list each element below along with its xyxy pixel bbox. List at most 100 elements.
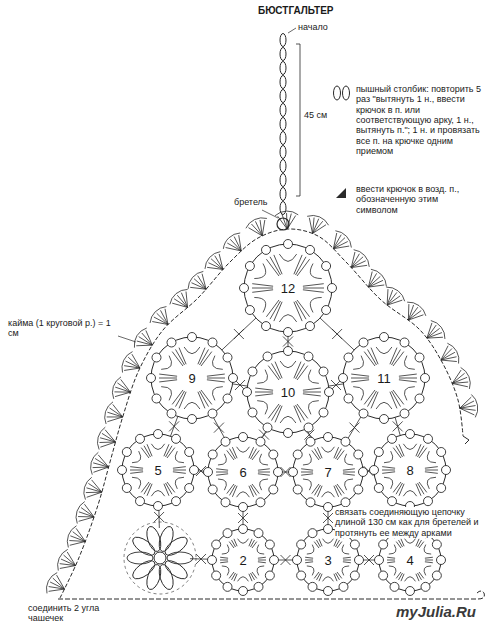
chain-loop [221,498,230,507]
chain-loop [152,394,161,403]
stitch-stroke [220,560,228,561]
note-text: связать соединяющую цепочку длиной 130 с… [335,507,487,538]
chain-loop [239,503,248,512]
chain-loop [274,468,283,477]
chain-loop [354,450,363,459]
stitch-stroke [255,388,273,390]
chain-arc [405,539,416,544]
chain-loop [424,434,433,443]
fan-stitch [137,341,152,345]
chain-loop [432,571,441,580]
chain-loop [204,468,213,477]
chain-loop [379,540,388,549]
stitch-stroke [387,560,395,561]
stitch-stroke [216,472,228,473]
fan-stitch [427,337,443,339]
motif-ring [374,434,446,506]
fan-stitch [287,214,291,229]
motif-ring [379,529,441,591]
motif-drawing [339,333,430,424]
chain-loop [293,485,302,494]
motif-ring [343,337,425,419]
stitch-stroke [258,561,266,563]
stitch-stroke [312,484,319,494]
fan-stitch [88,483,101,492]
fan-stitch [219,254,223,270]
chain-arc [257,545,264,554]
stitch-stroke [303,290,324,293]
chain-arc [404,387,414,401]
chain-loop [248,367,257,376]
chain-loop [245,306,254,315]
motif-number: 5 [154,464,161,477]
chain-arc [345,479,353,490]
chain-arc [310,297,321,312]
stitch-stroke [301,474,313,475]
stitch-stroke [418,483,425,494]
fan-stitch [84,504,94,517]
chain-loop [324,433,333,442]
fan-stitch [115,392,130,396]
fan-stitch [211,259,223,270]
stitch-stroke [164,484,169,496]
fan-arc [335,231,351,248]
stitch-stroke [147,444,152,456]
motif-number: 4 [406,554,413,567]
chain-loop [306,437,315,446]
stitch-stroke [303,388,321,390]
stitch-stroke [144,446,151,457]
chain-loop [239,525,248,534]
chain-loop [172,434,181,443]
stitch-stroke [159,378,177,379]
stitch-stroke [249,574,252,581]
chain-arc [151,444,164,450]
stitch-stroke [173,467,186,469]
chain-loop [229,374,238,383]
stitch-stroke [399,374,417,376]
chain-arc [151,491,164,497]
stitch-stroke [364,390,375,404]
fan-stitch [128,357,140,368]
fan-arc [58,549,68,570]
fan-arc [150,307,166,323]
chain-loop [359,468,368,477]
chain-arc [310,264,321,279]
chain-loop [263,423,272,432]
chain-arc [322,492,335,497]
chain-loop [221,437,230,446]
stitch-stroke [252,284,273,287]
fan-arc [134,328,146,348]
leader-line [262,210,278,218]
stitch-stroke [396,446,403,457]
stitch-stroke [229,572,234,578]
motif: 10 [241,345,335,439]
motif-number: 11 [377,372,391,385]
chain-arc [161,387,171,401]
chain-arc [212,387,222,401]
fan-stitch [60,566,76,569]
stitch-stroke [334,574,337,581]
chain-loop [350,571,359,580]
chain-arc [376,402,392,409]
stitch-stroke [382,470,395,471]
petal [127,552,153,564]
fan-stitch [309,218,312,234]
fan-stitch [165,309,168,325]
chain-stitch [280,76,286,89]
chain-loop [442,466,451,475]
chain-loop [308,529,317,538]
chain-arc [237,492,250,497]
chain-loop [388,434,397,443]
chain-arc [345,454,353,465]
chain-arc [257,566,264,575]
chain-loop [339,582,348,591]
fan-stitch [87,492,102,497]
fan-stitch [57,575,65,589]
join-cross [214,423,224,433]
chain-loop [306,322,315,331]
join-cross [283,337,293,347]
stitch-stroke [416,574,419,581]
fan-stitch [278,216,288,229]
motif: 7 [287,431,369,513]
join-cross [349,423,359,433]
